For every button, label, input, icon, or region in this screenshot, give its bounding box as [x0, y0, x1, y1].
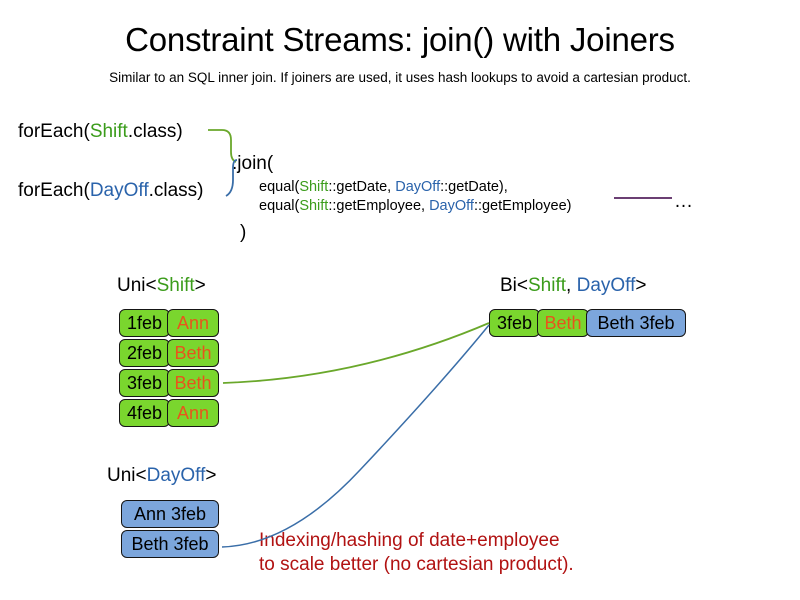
bi-date-cell: 3feb: [489, 309, 540, 337]
joiner-1-prefix: equal(: [259, 179, 300, 195]
label-bi-suffix: >: [635, 275, 647, 296]
shift-date-cell: 1feb: [119, 309, 170, 337]
dayoff-pair-cell: Ann 3feb: [121, 500, 219, 528]
code-join-open: .join(: [232, 153, 274, 174]
label-uni-dayoff: Uni<DayOff>: [107, 464, 217, 488]
code-joiner-equal-employee: equal(Shift::getEmployee, DayOff::getEmp…: [259, 197, 571, 216]
code-foreach-shift-prefix: forEach(: [18, 121, 90, 142]
bi-pair-cell: Beth 3feb: [586, 309, 686, 337]
shift-date-cell: 4feb: [119, 399, 170, 427]
label-bi-type-a: Shift: [528, 275, 567, 296]
label-uni-dayoff-suffix: >: [205, 465, 217, 486]
shift-fact-row[interactable]: 4feb Ann: [119, 399, 219, 427]
joiner-2-left-type: Shift: [299, 198, 329, 214]
label-uni-shift: Uni<Shift>: [117, 274, 206, 298]
code-foreach-dayoff: forEach(DayOff.class): [18, 179, 204, 203]
shift-name-cell: Ann: [167, 309, 219, 337]
code-foreach-dayoff-type: DayOff: [89, 180, 149, 201]
bi-fact-row[interactable]: 3feb Beth Beth 3feb: [489, 309, 686, 337]
joiner-2-left-method: ::getEmployee,: [328, 198, 430, 214]
shift-date-cell: 3feb: [119, 369, 170, 397]
code-foreach-shift-type: Shift: [89, 121, 128, 142]
annotation-line-1: Indexing/hashing of date+employee: [259, 530, 560, 551]
shift-date-cell: 2feb: [119, 339, 170, 367]
label-uni-shift-suffix: >: [194, 275, 206, 296]
code-foreach-dayoff-prefix: forEach(: [18, 180, 90, 201]
joiner-1-right-type: DayOff: [395, 179, 441, 195]
dayoff-fact-row[interactable]: Beth 3feb: [121, 530, 219, 558]
label-uni-shift-type: Shift: [156, 275, 195, 296]
shift-name-cell: Beth: [167, 369, 219, 397]
code-foreach-shift-suffix: .class): [127, 121, 183, 142]
code-join-close: ): [240, 222, 247, 243]
label-uni-shift-prefix: Uni<: [117, 275, 157, 296]
shift-name-cell: Beth: [167, 339, 219, 367]
code-foreach-shift: forEach(Shift.class): [18, 120, 183, 144]
label-bi-separator: ,: [566, 275, 577, 296]
shift-fact-row[interactable]: 2feb Beth: [119, 339, 219, 367]
joiner-2-right-method: ::getEmployee): [473, 198, 572, 214]
shift-name-cell: Ann: [167, 399, 219, 427]
label-uni-dayoff-prefix: Uni<: [107, 465, 147, 486]
code-joiner-equal-date: equal(Shift::getDate, DayOff::getDate),: [259, 178, 508, 197]
page-title: Constraint Streams: join() with Joiners: [125, 21, 675, 58]
dayoff-fact-row[interactable]: Ann 3feb: [121, 500, 219, 528]
joiner-2-prefix: equal(: [259, 198, 300, 214]
connector-dayoff-fact-to-bi: [221, 324, 490, 548]
shift-fact-row[interactable]: 3feb Beth: [119, 369, 219, 397]
label-bi-shift-dayoff: Bi<Shift, DayOff>: [500, 274, 646, 298]
label-uni-dayoff-type: DayOff: [146, 465, 206, 486]
label-bi-prefix: Bi<: [500, 275, 528, 296]
code-foreach-dayoff-suffix: .class): [148, 180, 204, 201]
code-ellipsis: …: [674, 191, 693, 212]
label-bi-type-b: DayOff: [576, 275, 636, 296]
annotation-line-2: to scale better (no cartesian product).: [259, 554, 574, 575]
joiner-1-right-method: ::getDate),: [440, 179, 508, 195]
purple-rule-divider: [614, 197, 672, 199]
connector-shift-fact-to-bi: [222, 322, 490, 384]
joiner-1-left-type: Shift: [299, 179, 329, 195]
page-subtitle: Similar to an SQL inner join. If joiners…: [109, 70, 691, 85]
joiner-2-right-type: DayOff: [429, 198, 474, 214]
annotation-text: Indexing/hashing of date+employee to sca…: [259, 529, 574, 577]
shift-fact-row[interactable]: 1feb Ann: [119, 309, 219, 337]
dayoff-pair-cell: Beth 3feb: [121, 530, 219, 558]
joiner-1-left-method: ::getDate,: [328, 179, 396, 195]
bi-name-cell: Beth: [537, 309, 589, 337]
